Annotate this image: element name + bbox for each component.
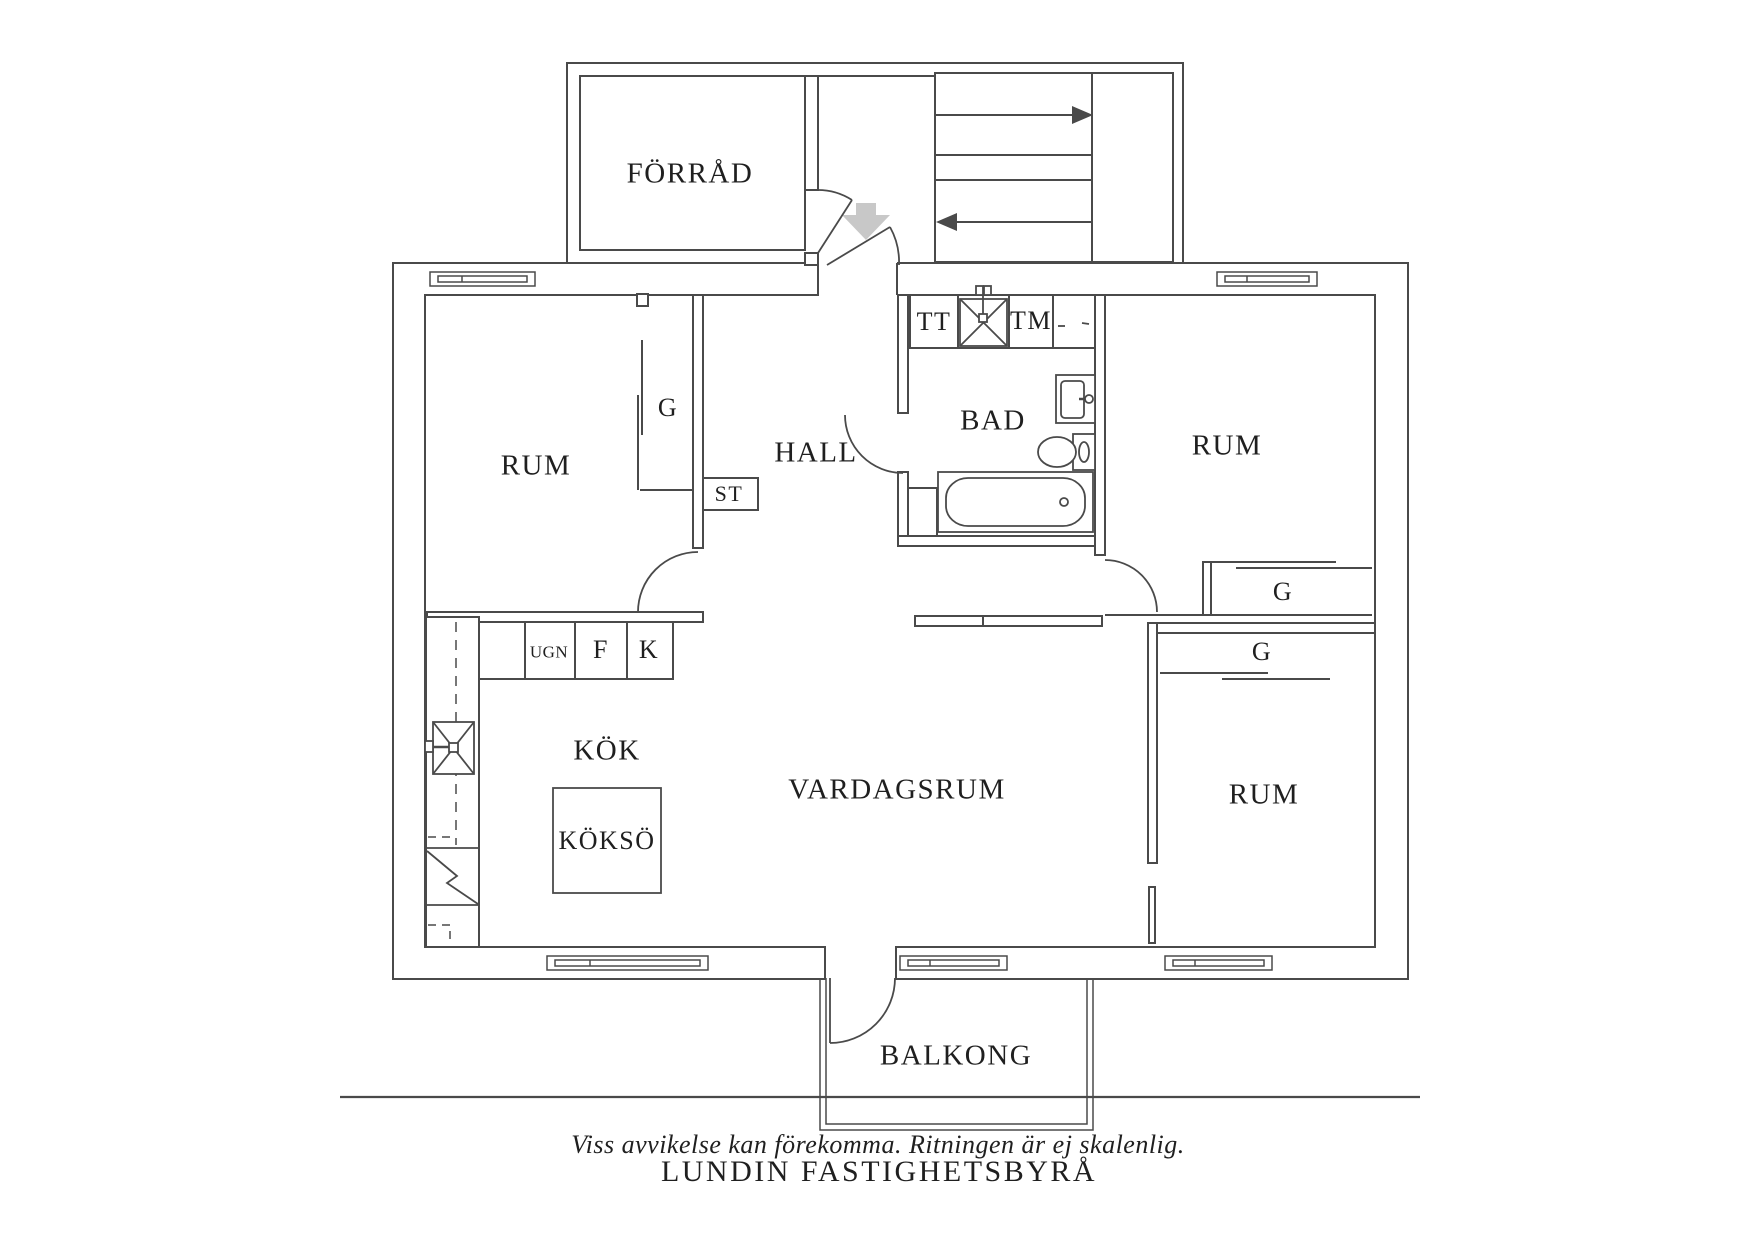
bathtub xyxy=(945,477,1086,527)
hall-rum-wall xyxy=(692,294,704,549)
shower-drain xyxy=(978,313,988,323)
shower-head xyxy=(983,285,992,296)
kitchen-island xyxy=(552,787,662,894)
vestibule-wall xyxy=(804,75,819,191)
bath-wall-jog xyxy=(908,487,938,536)
footer-brand: LUNDIN FASTIGHETSBYRÅ xyxy=(660,1155,1098,1188)
room-label-vardagsrum: VARDAGSRUM xyxy=(788,773,1006,806)
lower-rum-top-wall xyxy=(1156,622,1376,634)
window-glazing xyxy=(437,275,528,283)
closet-label-g-left: G xyxy=(657,393,679,422)
entrance-door-swing xyxy=(889,226,900,266)
window-glazing xyxy=(1172,959,1265,967)
closet-label-g-upper-right: G xyxy=(1272,577,1294,606)
footer-disclaimer: Viss avvikelse kan förekomma. Ritningen … xyxy=(571,1130,1185,1159)
kitchen-sink-knob xyxy=(448,742,459,753)
kitchen-counter xyxy=(425,616,480,948)
balcony xyxy=(819,978,1094,1131)
balcony-door-swing xyxy=(829,977,896,1044)
hall-livingroom-wall xyxy=(914,615,1103,627)
room-label-kok: KÖK xyxy=(573,734,641,767)
closet-label-g-lower-right: G xyxy=(1251,637,1273,666)
windows xyxy=(429,271,1318,971)
cabinet-mark xyxy=(1081,322,1090,325)
room-label-forrad: FÖRRÅD xyxy=(626,157,754,190)
appliance-label-tt: TT xyxy=(916,307,952,336)
label-koksoe: KÖKSÖ xyxy=(558,826,656,855)
lower-rum-left-wall xyxy=(1147,622,1158,864)
openings xyxy=(817,259,898,981)
closet-label-st: ST xyxy=(714,481,744,506)
balcony-door-opening xyxy=(826,945,895,981)
shower-head xyxy=(975,285,984,296)
appliance-label-tm: TM xyxy=(1010,306,1052,335)
stairwell-wall xyxy=(934,72,1174,263)
walls xyxy=(392,62,1409,980)
lower-rum-door-post xyxy=(1148,886,1156,944)
room-label-rum-upper-right: RUM xyxy=(1191,429,1263,462)
bath-left-wall-lower xyxy=(897,471,909,537)
entrance-opening xyxy=(819,259,897,299)
toilet-button xyxy=(1078,441,1090,463)
bath-fixtures xyxy=(937,285,1096,533)
kitchen-faucet-base xyxy=(424,740,434,753)
left-rum-door-swing xyxy=(637,551,699,613)
bath-door-swing xyxy=(844,414,904,474)
bath-left-wall-upper xyxy=(897,294,909,414)
entrance-arrow-icon xyxy=(842,203,890,240)
kitchen-details xyxy=(424,622,662,940)
appliance-diagonal xyxy=(426,850,479,905)
room-label-rum-lower-right: RUM xyxy=(1228,778,1300,811)
vestibule-wall-stub xyxy=(804,252,819,266)
balcony-wall-outer xyxy=(819,978,1094,1131)
bath-bottom-wall xyxy=(897,535,1098,547)
room-label-bad: BAD xyxy=(960,404,1026,437)
window-glazing xyxy=(907,959,1000,967)
toilet-bowl xyxy=(1037,436,1077,468)
st-closet-box xyxy=(702,477,759,511)
upper-closet-post xyxy=(1202,561,1212,616)
window-glazing xyxy=(1224,275,1310,283)
room-label-balkong: BALKONG xyxy=(879,1039,1033,1072)
closet-doors xyxy=(637,340,1372,680)
room-label-hall: HALL xyxy=(774,436,858,469)
appliance-label-ugn: UGN xyxy=(529,642,569,662)
appliance-label-f: F xyxy=(593,635,609,664)
appliance-label-k: K xyxy=(638,635,660,664)
right-rum-door-swing xyxy=(1104,559,1158,613)
storage-door-swing xyxy=(817,189,853,201)
bathtub-drain xyxy=(1059,497,1069,507)
kitchen-cabinet-row xyxy=(457,621,674,680)
stairs-up-arrow-icon xyxy=(1072,106,1093,124)
entrance-door-leaf xyxy=(826,226,891,266)
doors xyxy=(637,189,1158,1044)
counter-dash-mark xyxy=(428,924,451,940)
storage-door-leaf xyxy=(817,199,853,254)
stairs-down-arrow-icon xyxy=(936,213,957,231)
wall-stub xyxy=(636,293,649,307)
balcony-wall-inner xyxy=(825,978,1088,1125)
room-label-rum-left: RUM xyxy=(500,449,572,482)
sink-faucet-knob xyxy=(1084,394,1094,404)
bath-right-wall xyxy=(1094,294,1106,556)
staircase xyxy=(935,73,1093,262)
window-glazing xyxy=(554,959,701,967)
